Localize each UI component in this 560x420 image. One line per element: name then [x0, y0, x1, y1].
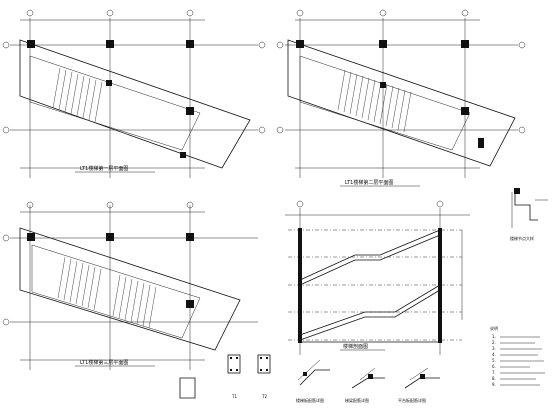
detail-platform: 平台板配筋详图	[398, 367, 440, 403]
stair-plan-3: LT1楼梯第三层平面图	[2, 201, 258, 370]
detail-slab-label: 楼梯板配筋详图	[296, 397, 324, 403]
note-line-7: 7.	[492, 370, 496, 375]
detail-slab: 楼梯板配筋详图	[296, 359, 330, 403]
note-line-6: 6.	[492, 364, 496, 369]
detail-t2: T2	[257, 354, 271, 399]
notes-lines: 1. 2. 3. 4. 5. 6. 7. 8. 9.	[492, 334, 545, 387]
plan-1-title: LT1楼梯第一层平面图	[80, 165, 128, 172]
notes-heading: 说明	[490, 325, 498, 331]
notes: 说明 1. 2. 3. 4. 5. 6. 7. 8. 9.	[490, 325, 545, 387]
detail-t1: T1	[179, 354, 241, 399]
note-line-3: 3.	[492, 346, 496, 351]
detail-t2-label: T2	[261, 394, 267, 399]
stair-plan-1: LT1楼梯第一层平面图	[2, 9, 266, 178]
note-line-9: 9.	[492, 382, 496, 387]
note-line-2: 2.	[492, 340, 496, 345]
node-detail: 楼梯节点大样	[510, 188, 548, 241]
detail-platform-label: 平台板配筋详图	[398, 397, 426, 403]
plan-2-title: LT1楼梯第二层平面图	[345, 179, 393, 186]
stair-section: 楼梯剖面图	[285, 200, 470, 355]
note-line-8: 8.	[492, 376, 496, 381]
detail-beam: 梯梁配筋详图	[345, 367, 385, 403]
note-line-5: 5.	[492, 358, 496, 363]
note-line-1: 1.	[492, 334, 496, 339]
stair-plan-2: LT1楼梯第二层平面图	[276, 9, 526, 187]
note-line-4: 4.	[492, 352, 496, 357]
node-detail-title: 楼梯节点大样	[510, 235, 534, 241]
plan-3-title: LT1楼梯第三层平面图	[80, 359, 128, 366]
detail-t1-label: T1	[231, 394, 237, 399]
bottom-details: T1 T2 楼梯板配筋详图 梯梁配筋详图 平台板配筋详图	[179, 354, 440, 403]
detail-beam-label: 梯梁配筋详图	[345, 397, 369, 403]
section-title: 楼梯剖面图	[343, 343, 368, 350]
